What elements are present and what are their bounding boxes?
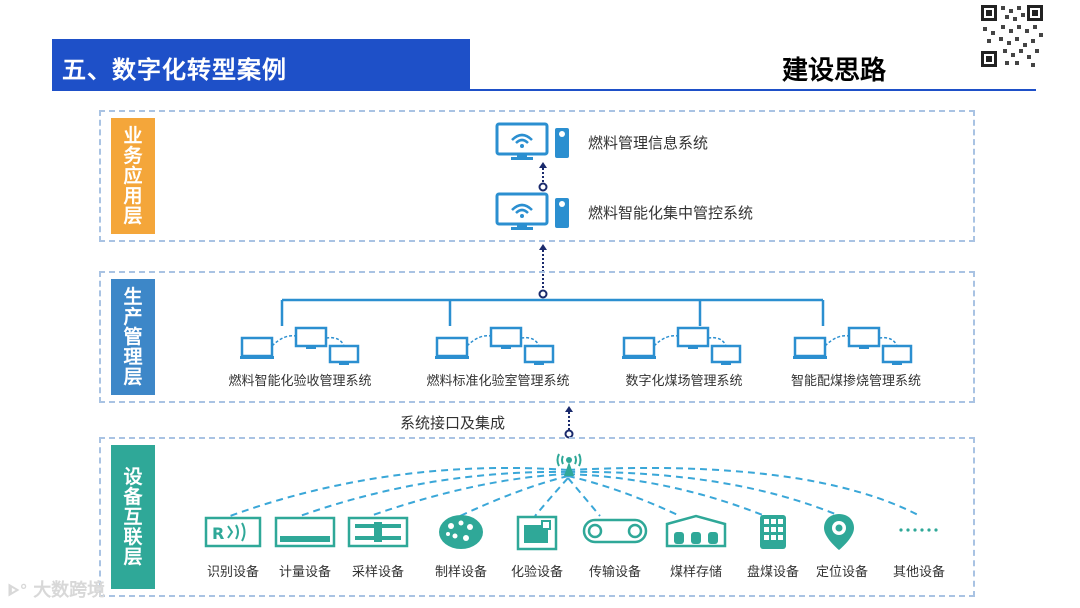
- sample-prep-icon: [439, 515, 483, 549]
- device-label: 煤样存储: [669, 565, 723, 580]
- device-label: 识别设备: [206, 565, 260, 580]
- device-label: 传输设备: [588, 565, 642, 580]
- device-label: 定位设备: [815, 565, 869, 580]
- title-underline: [52, 89, 1036, 91]
- device-label: 其他设备: [892, 565, 946, 580]
- connector-line: [538, 244, 548, 299]
- device-layer-frame: [99, 437, 975, 597]
- scale-icon: [274, 516, 336, 548]
- sampler-icon: [347, 516, 409, 548]
- network-computers-icon: [622, 326, 742, 365]
- business-layer-frame: [99, 110, 975, 242]
- qr-code-icon: [979, 3, 1045, 69]
- device-layer-label: 设备互联层: [111, 445, 155, 589]
- interface-label: 系统接口及集成: [400, 414, 506, 432]
- network-computers-icon: [793, 326, 913, 365]
- watermark: ᐈ° 大数跨境: [8, 580, 106, 601]
- network-computers-icon: [435, 326, 555, 365]
- connector-line: [538, 162, 548, 192]
- lab-icon: [516, 515, 558, 551]
- more-icon: [899, 528, 938, 532]
- management-system-label: 燃料智能化验收管理系统: [228, 374, 372, 389]
- wireless-links: [229, 466, 921, 517]
- system-label: 燃料智能化集中管控系统: [588, 204, 754, 222]
- computer-wifi-icon: [495, 122, 569, 160]
- device-label: 化验设备: [510, 565, 564, 580]
- svg-text:R: R: [212, 524, 224, 543]
- device-label: 制样设备: [434, 565, 488, 580]
- rfid-icon: R: [204, 516, 262, 548]
- conveyor-icon: [582, 518, 648, 544]
- storage-icon: [665, 514, 727, 548]
- production-layer-label: 生产管理层: [111, 279, 155, 395]
- page-subtitle: 建设思路: [782, 56, 887, 86]
- coal-inventory-icon: [760, 515, 786, 549]
- network-computers-icon: [240, 326, 360, 365]
- antenna-icon: [556, 453, 582, 476]
- device-label: 盘煤设备: [746, 565, 800, 580]
- computer-wifi-icon: [495, 192, 569, 230]
- title-bar: [52, 39, 470, 91]
- device-label: 计量设备: [278, 565, 332, 580]
- connector-line: [564, 406, 574, 439]
- page-title: 五、数字化转型案例: [62, 56, 287, 84]
- management-system-label: 燃料标准化验室管理系统: [426, 374, 570, 389]
- production-layer-frame: [99, 271, 975, 403]
- business-layer-label: 业务应用层: [111, 118, 155, 234]
- watermark-logo-icon: ᐈ°: [8, 581, 34, 600]
- tree-connector: [280, 298, 825, 326]
- management-system-label: 数字化煤场管理系统: [625, 374, 743, 389]
- system-label: 燃料管理信息系统: [588, 134, 709, 152]
- device-label: 采样设备: [351, 565, 405, 580]
- management-system-label: 智能配煤掺烧管理系统: [790, 374, 922, 389]
- location-icon: [824, 514, 854, 550]
